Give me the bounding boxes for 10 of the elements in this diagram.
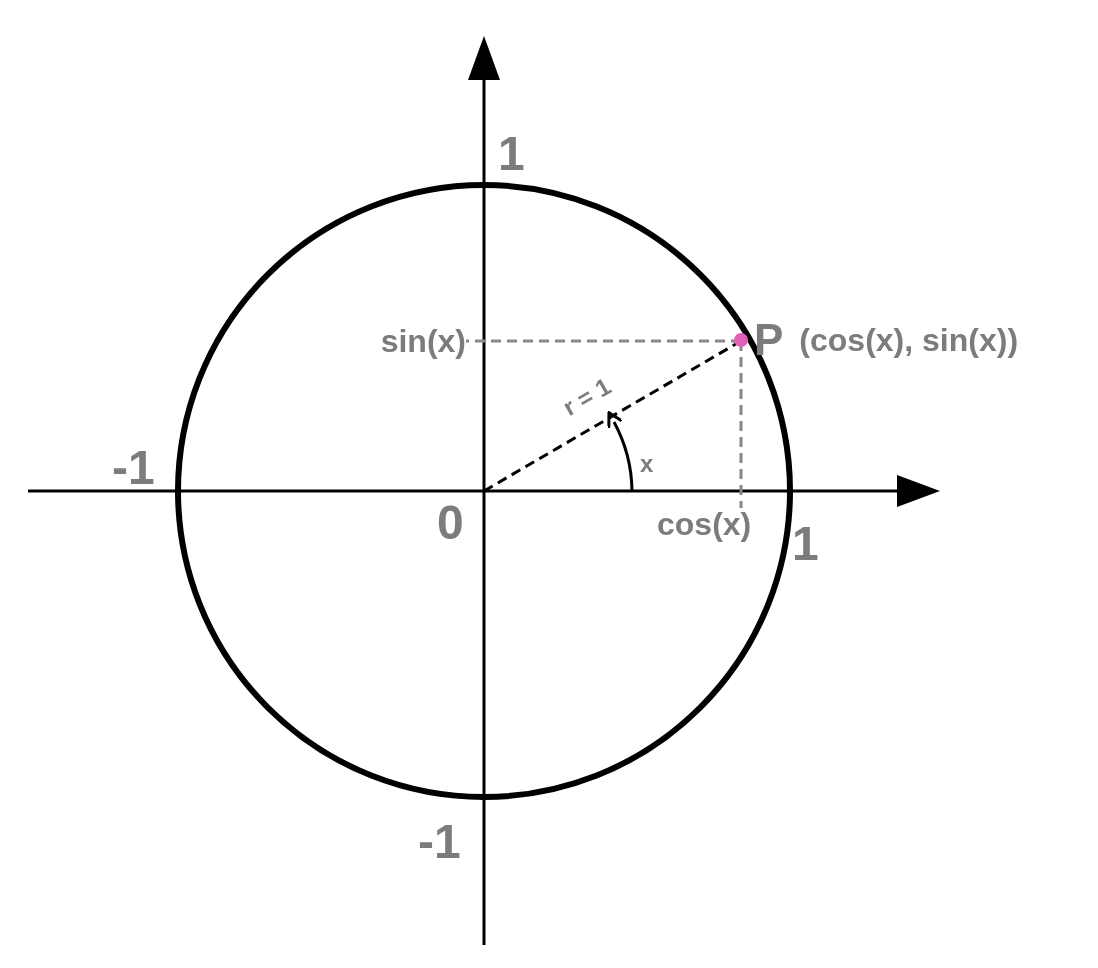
axis-tick-label: 1 [498, 130, 525, 178]
axis-tick-label: 1 [792, 520, 819, 568]
axis-tick-label: -1 [418, 818, 461, 866]
projection-label: sin(x) [346, 325, 466, 357]
projection-label: cos(x) [657, 508, 752, 540]
origin-label: 0 [437, 489, 486, 547]
axis-tick-label: -1 [112, 444, 155, 492]
angle-label: x [640, 452, 654, 476]
point-label: P [754, 318, 784, 362]
coordinate-label: (cos(x), sin(x)) [799, 324, 1019, 356]
